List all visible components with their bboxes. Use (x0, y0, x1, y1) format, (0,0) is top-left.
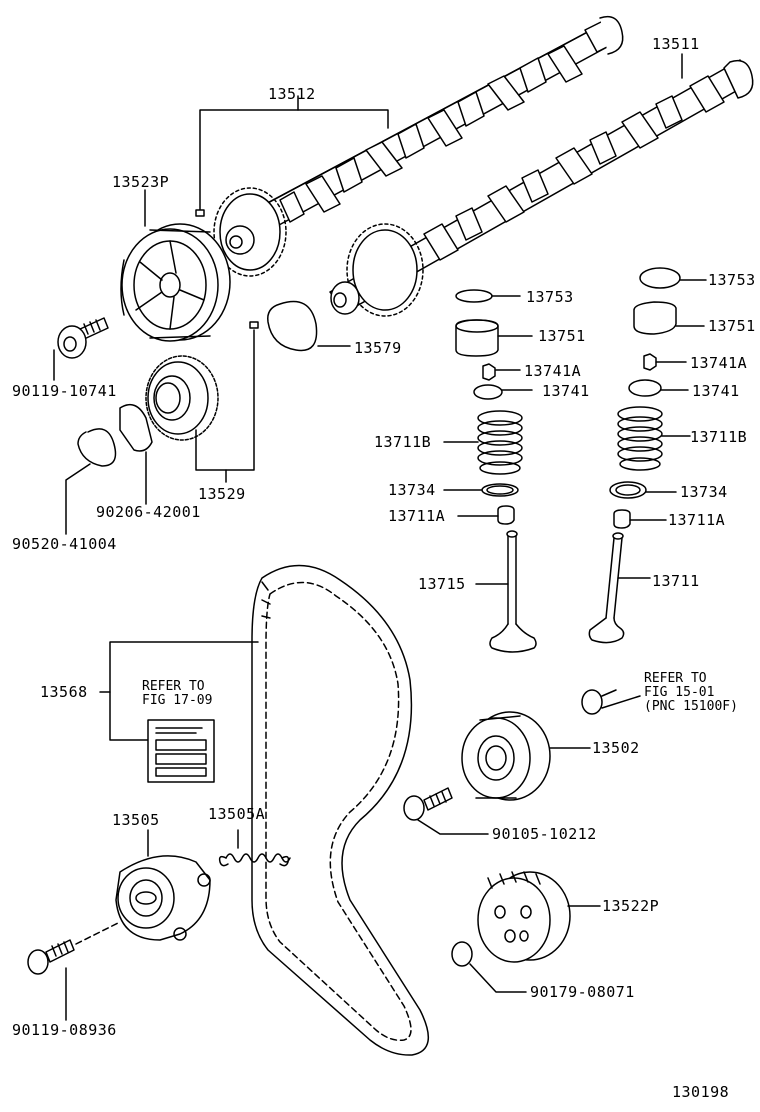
label-13741A-center: 13741A (524, 362, 582, 380)
camshaft-13511 (329, 59, 754, 317)
label-13522P: 13522P (602, 897, 660, 915)
tensioner-13505 (115, 855, 211, 941)
valve-train-right (588, 267, 681, 644)
label-13753-center: 13753 (526, 288, 574, 306)
spring-13505A (218, 853, 291, 867)
label-13751-right: 13751 (708, 317, 756, 335)
label-13741A-right: 13741A (690, 354, 748, 372)
label-13751-center: 13751 (538, 327, 586, 345)
refer-15-01-line2: FIG 15-01 (644, 685, 715, 700)
leader-13512 (199, 109, 389, 211)
label-90520-41004: 90520-41004 (12, 535, 117, 553)
label-90179-08071: 90179-08071 (530, 983, 635, 1001)
label-13741-right: 13741 (692, 382, 740, 400)
ring-90206-42001 (119, 403, 153, 452)
ring-90520-41004 (77, 428, 117, 467)
label-90206-42001: 90206-42001 (96, 503, 201, 521)
label-card (147, 719, 215, 783)
label-13711B-center: 13711B (374, 433, 432, 451)
valve-train-center (455, 289, 537, 653)
label-13715: 13715 (418, 575, 466, 593)
figure-number: 130198 (672, 1083, 730, 1101)
label-90119-10741: 90119-10741 (12, 382, 117, 400)
leaders-center-valves (443, 295, 533, 585)
camshaft-pulley-13523P (120, 223, 231, 342)
label-13711B-right: 13711B (690, 428, 748, 446)
crankshaft-pulley-13522P (477, 871, 571, 963)
label-13568: 13568 (40, 683, 88, 701)
label-13505: 13505 (112, 811, 160, 829)
label-13734-center: 13734 (388, 481, 436, 499)
label-90119-08936: 90119-08936 (12, 1021, 117, 1039)
bolt-90119-10741 (57, 317, 109, 359)
label-13502: 13502 (592, 739, 640, 757)
leader-90179-08071 (469, 963, 527, 993)
snap-ring-13579 (267, 300, 318, 352)
label-13579: 13579 (354, 339, 402, 357)
timing-belt-13568 (251, 564, 430, 1056)
label-13512: 13512 (268, 85, 316, 103)
leader-90105-10212 (417, 819, 489, 835)
label-13523P: 13523P (112, 173, 170, 191)
refer-15-01-line3: (PNC 15100F) (644, 699, 738, 714)
bolt-90105-10212 (403, 787, 453, 821)
label-13741-center: 13741 (542, 382, 590, 400)
label-13511: 13511 (652, 35, 700, 53)
label-13529: 13529 (198, 485, 246, 503)
bolt-90179-08071 (451, 941, 473, 967)
leader-13568 (99, 641, 259, 693)
refer-17-09-line2: FIG 17-09 (142, 693, 213, 708)
refer-15-01-line1: REFER TO (644, 671, 707, 686)
camshaft-13512 (213, 15, 624, 277)
label-13753-right: 13753 (708, 271, 756, 289)
label-90105-10212: 90105-10212 (492, 825, 597, 843)
label-13505A: 13505A (208, 805, 266, 823)
idler-pulley-13502 (461, 711, 551, 801)
leader-13529 (195, 329, 255, 471)
leaders-right-valves (617, 279, 707, 579)
leader-90520-41004 (65, 463, 91, 535)
gear-13529 (145, 355, 219, 441)
refer-17-09-line1: REFER TO (142, 679, 205, 694)
bolt-90119-08936 (27, 921, 121, 975)
label-13734-right: 13734 (680, 483, 728, 501)
bolt-ref-15-01 (581, 689, 641, 715)
label-13711A-right: 13711A (668, 511, 726, 529)
label-13711: 13711 (652, 572, 700, 590)
label-13711A-center: 13711A (388, 507, 446, 525)
